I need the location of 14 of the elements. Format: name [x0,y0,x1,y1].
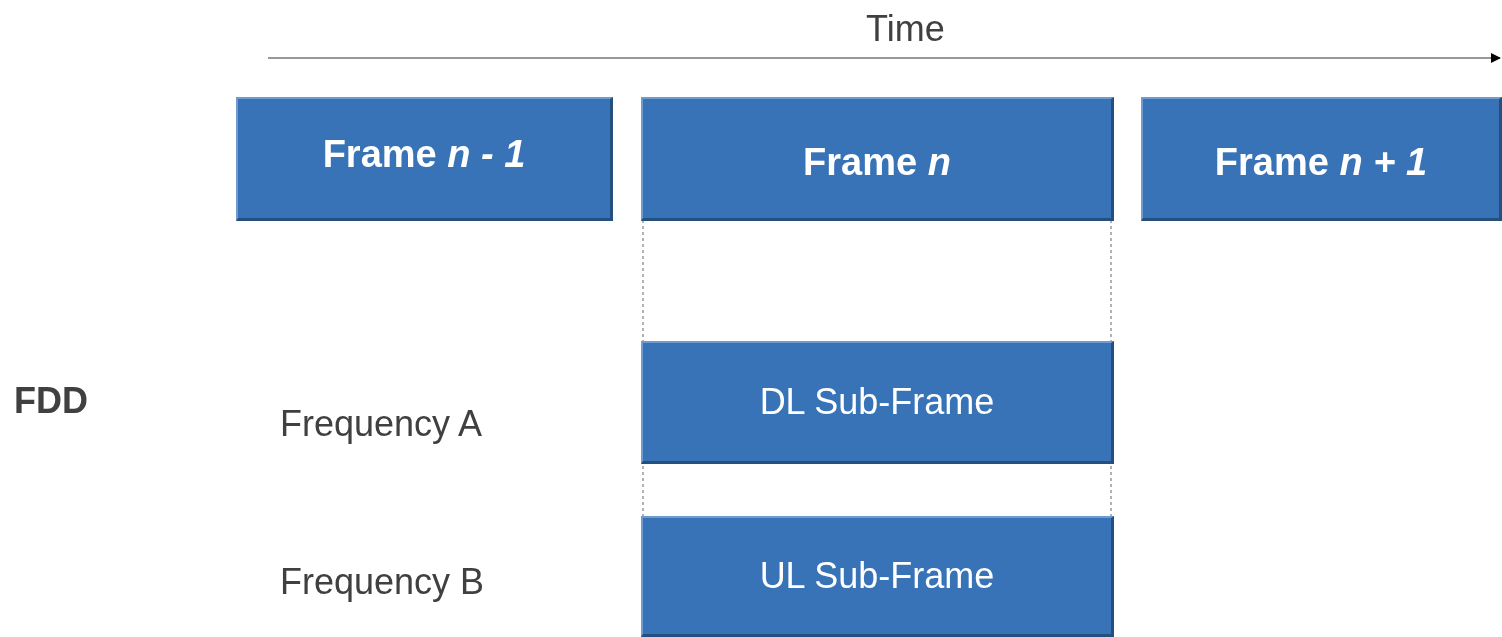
subframe-label: UL Sub-Frame [759,555,995,597]
frame-box [236,97,613,221]
axis-label: Time [866,11,945,47]
row-label: Frequency B [280,564,485,600]
subframe-label: DL Sub-Frame [759,381,995,423]
frame-label: Frame n + 1 [1214,141,1428,184]
subframe-box [641,341,1114,464]
frame-label: Frame n [803,141,951,184]
frame-box [1141,97,1502,221]
frame-label: Frame n - 1 [322,133,526,176]
frame-box [641,97,1114,221]
row-label: FDD [14,383,88,419]
row-label: Frequency A [280,406,483,442]
subframe-box [641,516,1114,637]
